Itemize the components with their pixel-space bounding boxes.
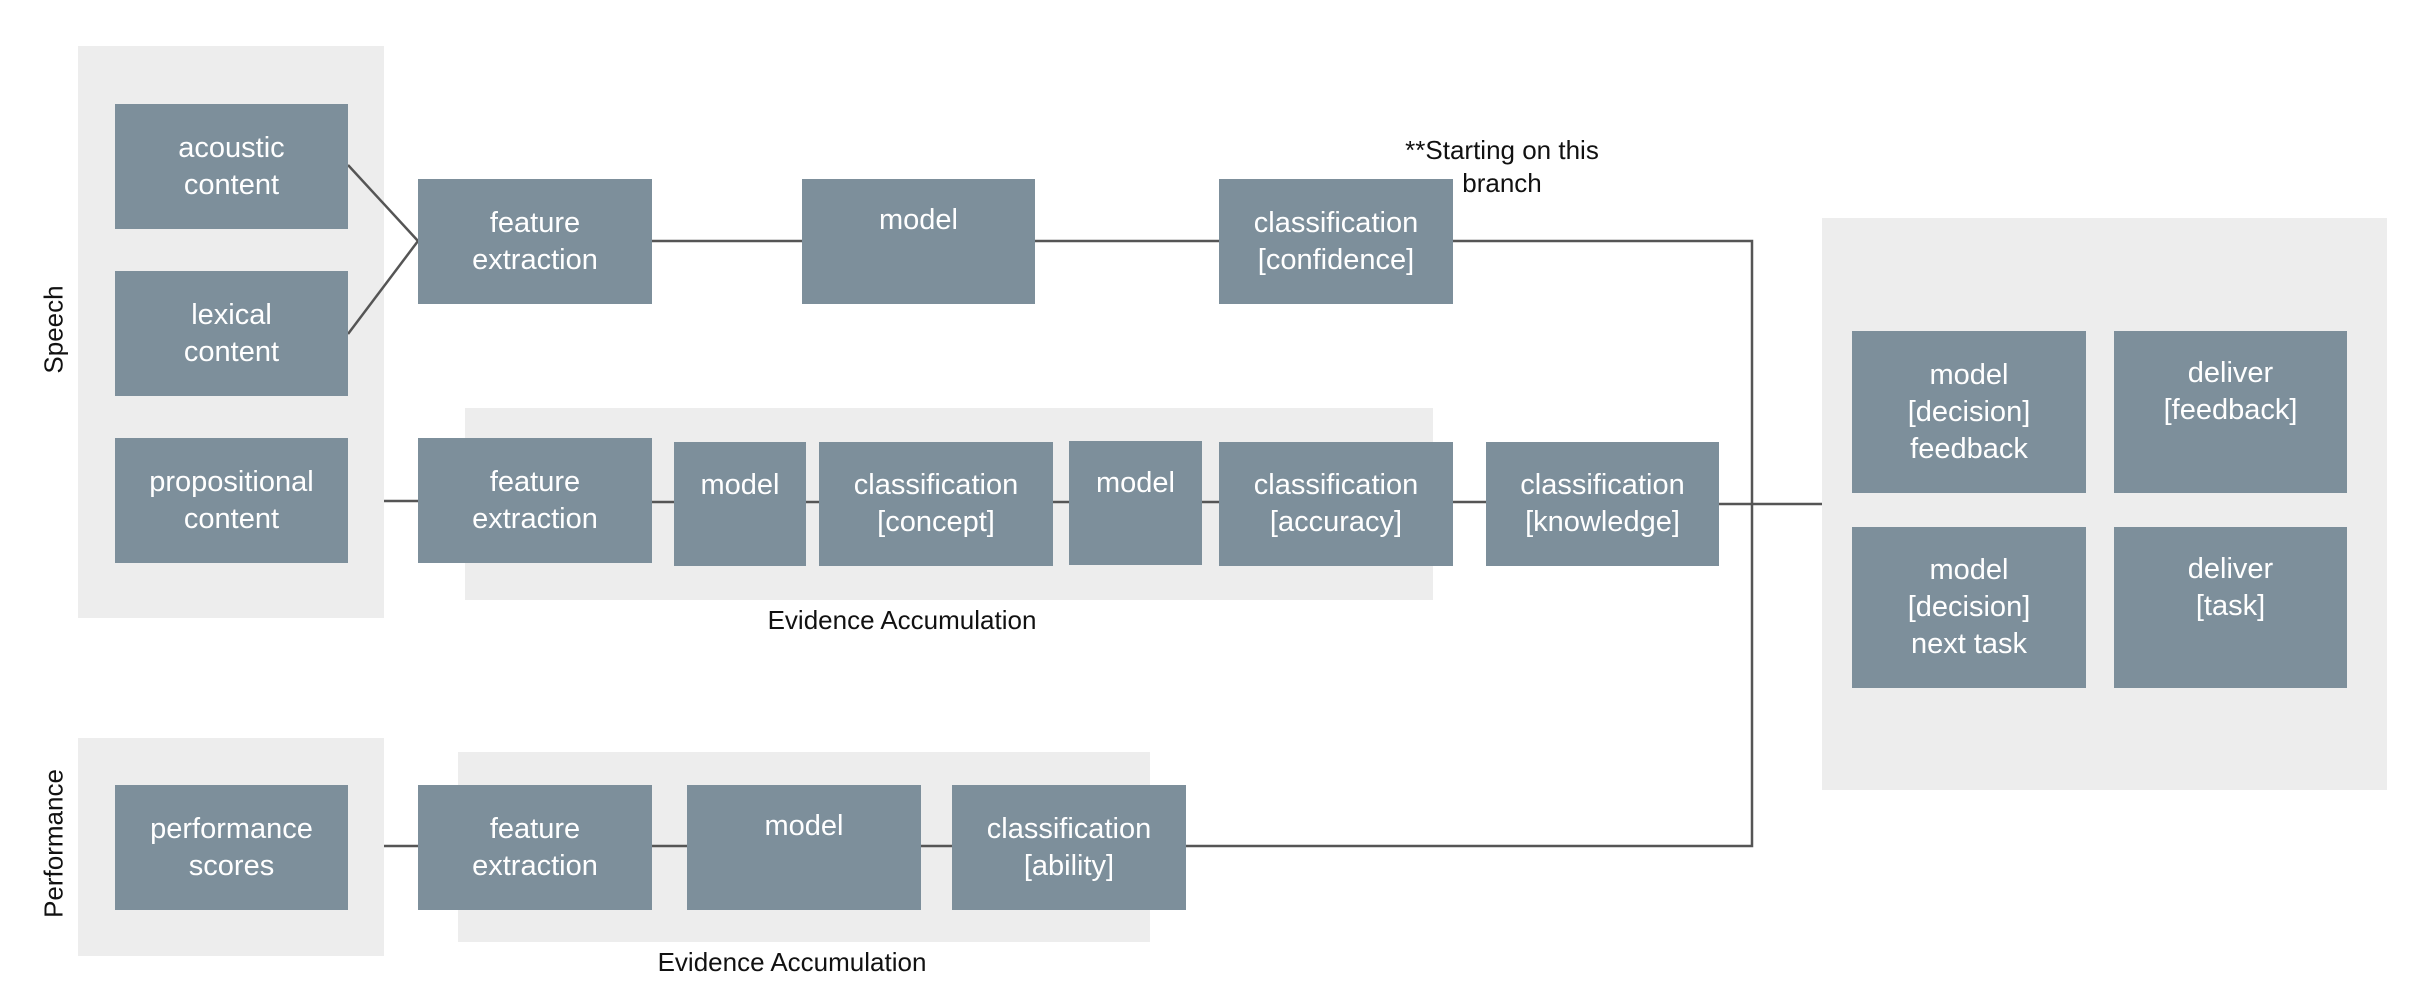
performance-group-label: Performance [38,769,69,918]
evidence-accumulation-label-speech: Evidence Accumulation [767,605,1037,635]
connector-ability-to-junction [1186,504,1754,848]
row3-ability-line-2: [ability] [1023,849,1115,882]
row2-classification-concept-box: classification [concept] [819,442,1053,566]
row2-concept-line-2: [concept] [877,506,995,538]
propositional-content-line-2: content [183,502,280,535]
connector-confidence-to-junction [1453,239,1754,504]
row2-feature-line-2: extraction [472,502,598,535]
row1-feature-line-2: extraction [472,243,598,276]
performance-scores-line-1: performance [150,812,313,845]
connector-acoustic-to-feature [347,164,419,242]
deliver-feedback-line-1: deliver [2187,357,2274,389]
row1-model-line: model [879,204,958,236]
starting-branch-note-line-2: branch [1462,168,1542,198]
row3-feature-line-2: extraction [472,849,598,882]
acoustic-content-box: acoustic content [115,104,348,229]
row3-model-line: model [764,810,844,842]
knowledge-line-1: classification [1520,469,1685,501]
deliver-feedback-box: deliver [feedback] [2114,331,2347,493]
acoustic-content-line-2: content [183,168,280,201]
row2-feature-line-1: feature [489,465,581,498]
connector-lexical-to-feature [347,240,419,335]
evidence-accumulation-label-performance: Evidence Accumulation [657,947,927,977]
feedback-model-line-3: feedback [1910,432,2028,465]
model-decision-next-task-box: model [decision] next task [1852,527,2086,688]
row1-model-box: model [802,179,1035,304]
row2-model-2-line: model [1096,467,1175,499]
acoustic-content-line-1: acoustic [178,131,285,164]
row1-classification-line-1: classification [1253,206,1419,239]
starting-branch-note: **Starting on this branch [1360,134,1644,200]
row1-feature-extraction-box: feature extraction [418,179,652,304]
next-task-model-line-2: [decision] [1907,591,2031,623]
starting-branch-note-line-1: **Starting on this [1405,135,1599,165]
next-task-model-line-1: model [1929,554,2009,586]
row3-feature-extraction-box: feature extraction [418,785,652,910]
row3-classification-ability-box: classification [ability] [952,785,1186,910]
lexical-content-box: lexical content [115,271,348,396]
feedback-model-line-1: model [1929,358,2009,391]
row2-model-box-2: model [1069,441,1202,565]
deliver-task-line-2: [task] [2195,590,2266,622]
row2-model-box-1: model [674,442,806,566]
next-task-model-line-3: next task [1910,628,2028,660]
row3-feature-line-1: feature [489,812,581,845]
row3-model-box: model [687,785,921,910]
row2-classification-accuracy-box: classification [accuracy] [1219,442,1453,566]
row1-feature-line-1: feature [489,206,581,239]
row2-accuracy-line-1: classification [1253,469,1419,501]
knowledge-line-2: [knowledge] [1525,506,1680,538]
feedback-model-line-2: [decision] [1907,395,2031,428]
lexical-content-line-2: content [183,335,280,368]
deliver-task-box: deliver [task] [2114,527,2347,688]
performance-scores-line-2: scores [188,849,275,882]
performance-scores-box: performance scores [115,785,348,910]
speech-group-label: Speech [38,285,69,374]
decision-output-panel [1822,218,2387,790]
model-decision-feedback-box: model [decision] feedback [1852,331,2086,493]
row2-accuracy-line-2: [accuracy] [1269,506,1403,538]
propositional-content-line-1: propositional [149,465,314,498]
row3-ability-line-1: classification [986,812,1152,845]
deliver-task-line-1: deliver [2187,553,2274,585]
propositional-content-box: propositional content [115,438,348,563]
row2-model-1-line: model [700,469,780,501]
deliver-feedback-line-2: [feedback] [2163,394,2298,426]
row2-feature-extraction-box: feature extraction [418,438,652,563]
row2-concept-line-1: classification [853,469,1019,501]
row1-classification-line-2: [confidence] [1257,243,1415,276]
row1-classification-confidence-box: classification [confidence] [1219,179,1453,304]
classification-knowledge-box: classification [knowledge] [1486,442,1719,566]
lexical-content-line-1: lexical [191,298,272,331]
